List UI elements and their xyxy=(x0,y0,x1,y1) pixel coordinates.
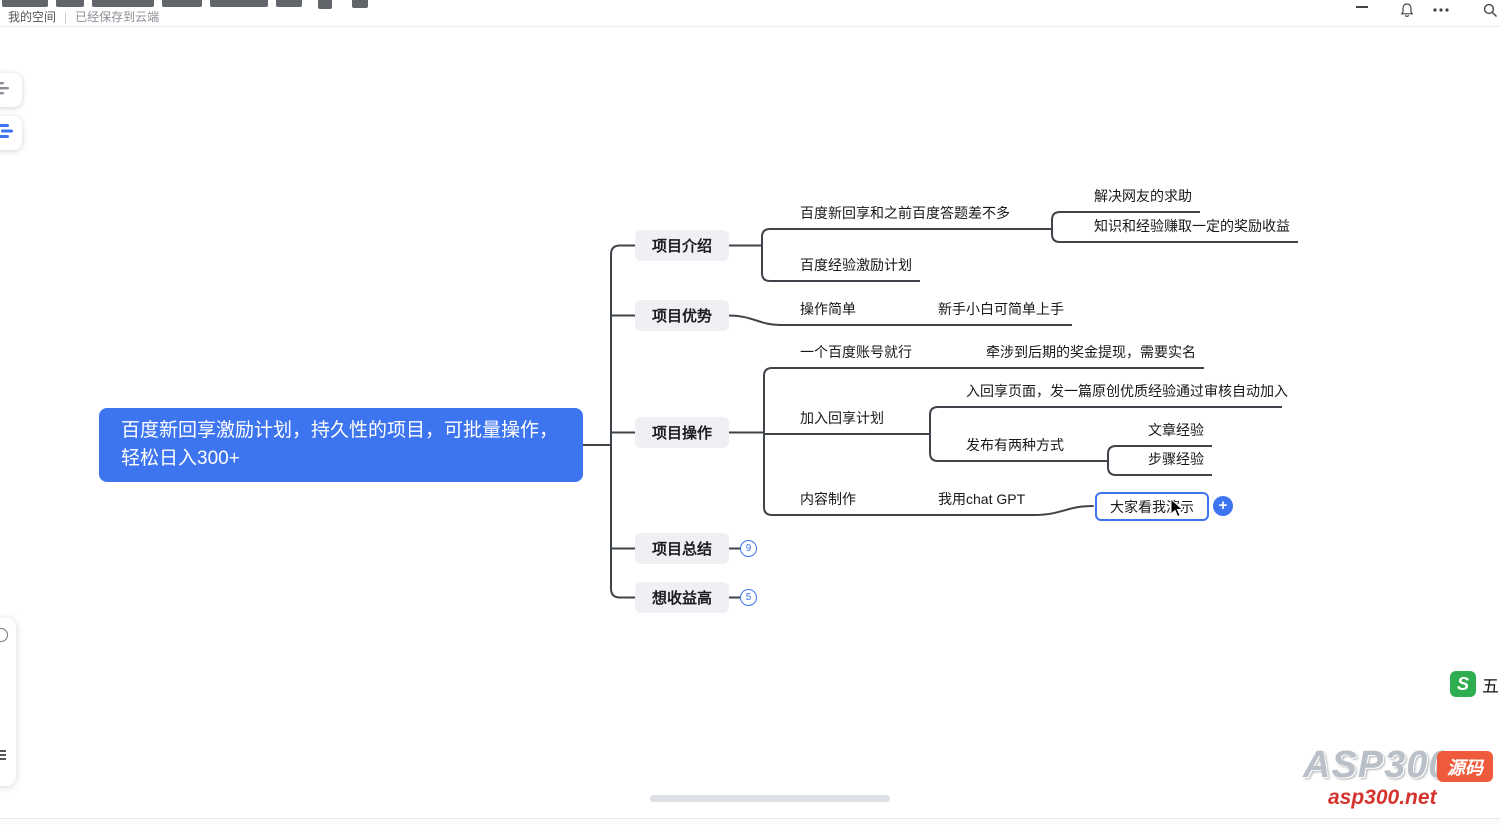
node-help-netizens[interactable]: 解决网友的求助 xyxy=(1086,188,1200,213)
menu-icon[interactable] xyxy=(0,750,6,760)
node-root[interactable]: 百度新回享激励计划，持久性的项目，可批量操作，轻松日入300+ xyxy=(99,408,583,482)
locate-icon[interactable] xyxy=(0,628,8,642)
search-icon[interactable] xyxy=(1481,1,1499,19)
clipped-toolbar-fragment xyxy=(56,0,84,7)
add-child-button[interactable]: + xyxy=(1213,496,1233,516)
minimize-icon[interactable] xyxy=(1353,0,1371,16)
breadcrumb: 我的空间 | 已经保存到云端 xyxy=(8,8,159,25)
branch-project-summary[interactable]: 项目总结 xyxy=(635,533,729,564)
node-beginner-friendly[interactable]: 新手小白可简单上手 xyxy=(930,301,1072,326)
bell-icon[interactable] xyxy=(1398,1,1416,19)
node-intro-similar-to-baidu-qa[interactable]: 百度新回享和之前百度答题差不多 xyxy=(792,205,1018,230)
node-step-experience[interactable]: 步骤经验 xyxy=(1140,451,1212,476)
structure-panel-button[interactable] xyxy=(0,116,22,150)
branch-project-operation[interactable]: 项目操作 xyxy=(635,417,729,448)
clipped-toolbar-fragment xyxy=(210,0,268,7)
horizontal-scrollbar[interactable] xyxy=(650,795,890,802)
node-join-page-publish[interactable]: 入回享页面，发一篇原创优质经验通过审核自动加入 xyxy=(958,383,1288,408)
watermark-site: asp300.net xyxy=(1328,786,1437,809)
breadcrumb-my-space[interactable]: 我的空间 xyxy=(8,10,57,24)
clipped-toolbar-fragment xyxy=(92,0,154,7)
node-watch-my-demo-selected[interactable]: 大家看我演示 xyxy=(1095,492,1209,521)
ime-mode-label: 五 xyxy=(1482,676,1499,696)
ime-logo-icon: S xyxy=(1450,671,1476,697)
clipped-toolbar-fragment xyxy=(162,0,202,7)
clipped-toolbar-fragment xyxy=(2,0,48,7)
node-knowledge-earn-reward[interactable]: 知识和经验赚取一定的奖励收益 xyxy=(1086,218,1298,243)
node-real-name-required[interactable]: 牵涉到后期的奖金提现，需要实名 xyxy=(978,344,1204,369)
outline-panel-button[interactable] xyxy=(0,73,22,107)
node-join-huixiang-plan[interactable]: 加入回享计划 xyxy=(792,410,892,435)
branch-high-income[interactable]: 想收益高 xyxy=(635,582,729,613)
ime-indicator[interactable]: S 五 xyxy=(1450,671,1499,697)
watermark-brand: ASP300 xyxy=(1303,744,1451,786)
node-content-creation[interactable]: 内容制作 xyxy=(792,491,864,516)
watermark-badge: 源码 xyxy=(1437,751,1493,782)
branch-project-advantage[interactable]: 项目优势 xyxy=(635,300,729,331)
node-use-chatgpt[interactable]: 我用chat GPT xyxy=(930,491,1034,516)
collapse-badge-summary[interactable]: 9 xyxy=(740,540,757,557)
node-easy-operation[interactable]: 操作简单 xyxy=(792,301,864,326)
clipped-toolbar-icon xyxy=(318,0,332,9)
collapse-badge-income[interactable]: 5 xyxy=(740,589,757,606)
zoom-panel: % xyxy=(0,618,16,786)
mouse-cursor xyxy=(1170,497,1184,523)
clipped-toolbar-icon xyxy=(352,0,368,8)
structure-icon xyxy=(0,123,13,143)
save-status: 已经保存到云端 xyxy=(75,10,160,24)
node-two-publish-ways[interactable]: 发布有两种方式 xyxy=(958,437,1072,462)
node-article-experience[interactable]: 文章经验 xyxy=(1140,422,1212,447)
node-one-baidu-account[interactable]: 一个百度账号就行 xyxy=(792,344,920,369)
breadcrumb-divider: | xyxy=(64,9,68,24)
branch-project-intro[interactable]: 项目介绍 xyxy=(635,230,729,261)
clipped-toolbar-fragment xyxy=(276,0,302,7)
top-bar: 我的空间 | 已经保存到云端 xyxy=(0,0,1500,27)
node-baidu-jingyan-plan[interactable]: 百度经验激励计划 xyxy=(792,257,920,282)
outline-icon xyxy=(0,81,13,100)
bottom-edge xyxy=(0,818,1500,825)
more-icon[interactable] xyxy=(1432,1,1450,19)
